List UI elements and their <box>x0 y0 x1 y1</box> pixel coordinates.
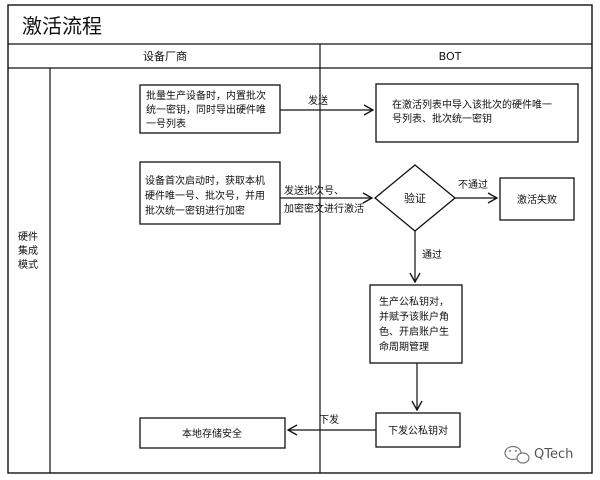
row-label-line: 集成 <box>18 244 38 257</box>
node-local-storage: 本地存储安全 <box>139 417 286 449</box>
node-text-line: 设备首次启动时，获取本机 <box>145 174 265 187</box>
edge-send-batch: 发送批次号、 加密密文进行激活 <box>280 184 374 215</box>
edge-send: 发送 <box>280 94 375 116</box>
node-text-line: 硬件唯一号、批次号，并用 <box>145 189 265 202</box>
edge-label: 发送批次号、 <box>284 184 344 197</box>
node-issue-label: 下发公私钥对 <box>388 424 448 437</box>
diagram-frame <box>7 4 593 474</box>
node-activation-failed: 激活失败 <box>499 177 575 221</box>
node-issue-keys: 下发公私钥对 <box>375 412 461 448</box>
watermark-text: QTech <box>534 447 573 462</box>
edge-label: 加密密文进行激活 <box>284 202 364 215</box>
node-text-line: 号列表、批次统一密钥 <box>392 112 492 125</box>
node-first-boot: 设备首次启动时，获取本机 硬件唯一号、批次号，并用 批次统一密钥进行加密 <box>139 161 281 225</box>
row-label-line: 硬件 <box>18 231 38 243</box>
edge-label: 发送 <box>308 94 328 107</box>
node-generate-keys: 生产公私钥对， 并赋予该账户角 色、开启账户生 命周期管理 <box>369 284 463 364</box>
edge-label: 下发 <box>319 413 339 426</box>
node-text-line: 一号列表 <box>146 117 186 130</box>
node-failed-label: 激活失败 <box>517 193 557 206</box>
node-batch-produce: 批量生产设备时，内置批次 统一密钥，同时导出硬件唯 一号列表 <box>139 84 281 134</box>
watermark: QTech <box>504 445 573 464</box>
edge-passed: 通过 <box>409 231 442 284</box>
edge-issue: 下发 <box>286 413 376 436</box>
page-title: 激活流程 <box>22 14 102 38</box>
node-text-line: 色、开启账户生 <box>379 325 449 338</box>
node-text-line: 批次统一密钥进行加密 <box>145 204 245 217</box>
row-label-line: 模式 <box>18 258 38 271</box>
node-import-list: 在激活列表中导入该批次的硬件唯一 号列表、批次统一密钥 <box>375 83 579 143</box>
lane-header-vendor: 设备厂商 <box>143 49 187 63</box>
node-text-line: 批量生产设备时，内置批次 <box>146 89 266 102</box>
row-label: 硬件 集成 模式 <box>18 231 38 271</box>
node-storage-label: 本地存储安全 <box>182 427 242 440</box>
edge-not-passed: 不通过 <box>455 178 499 204</box>
lane-header-bot: BOT <box>439 50 462 63</box>
wechat-icon <box>504 445 530 464</box>
edge-label: 不通过 <box>458 178 488 191</box>
node-text-line: 命周期管理 <box>379 340 429 353</box>
node-verify: 验证 <box>373 164 457 232</box>
node-verify-label: 验证 <box>404 191 426 205</box>
edge-label: 通过 <box>422 248 442 261</box>
node-text-line: 生产公私钥对， <box>379 295 449 308</box>
node-text-line: 在激活列表中导入该批次的硬件唯一 <box>392 98 552 111</box>
node-text-line: 并赋予该账户角 <box>379 310 449 323</box>
node-text-line: 统一密钥，同时导出硬件唯 <box>146 103 266 116</box>
